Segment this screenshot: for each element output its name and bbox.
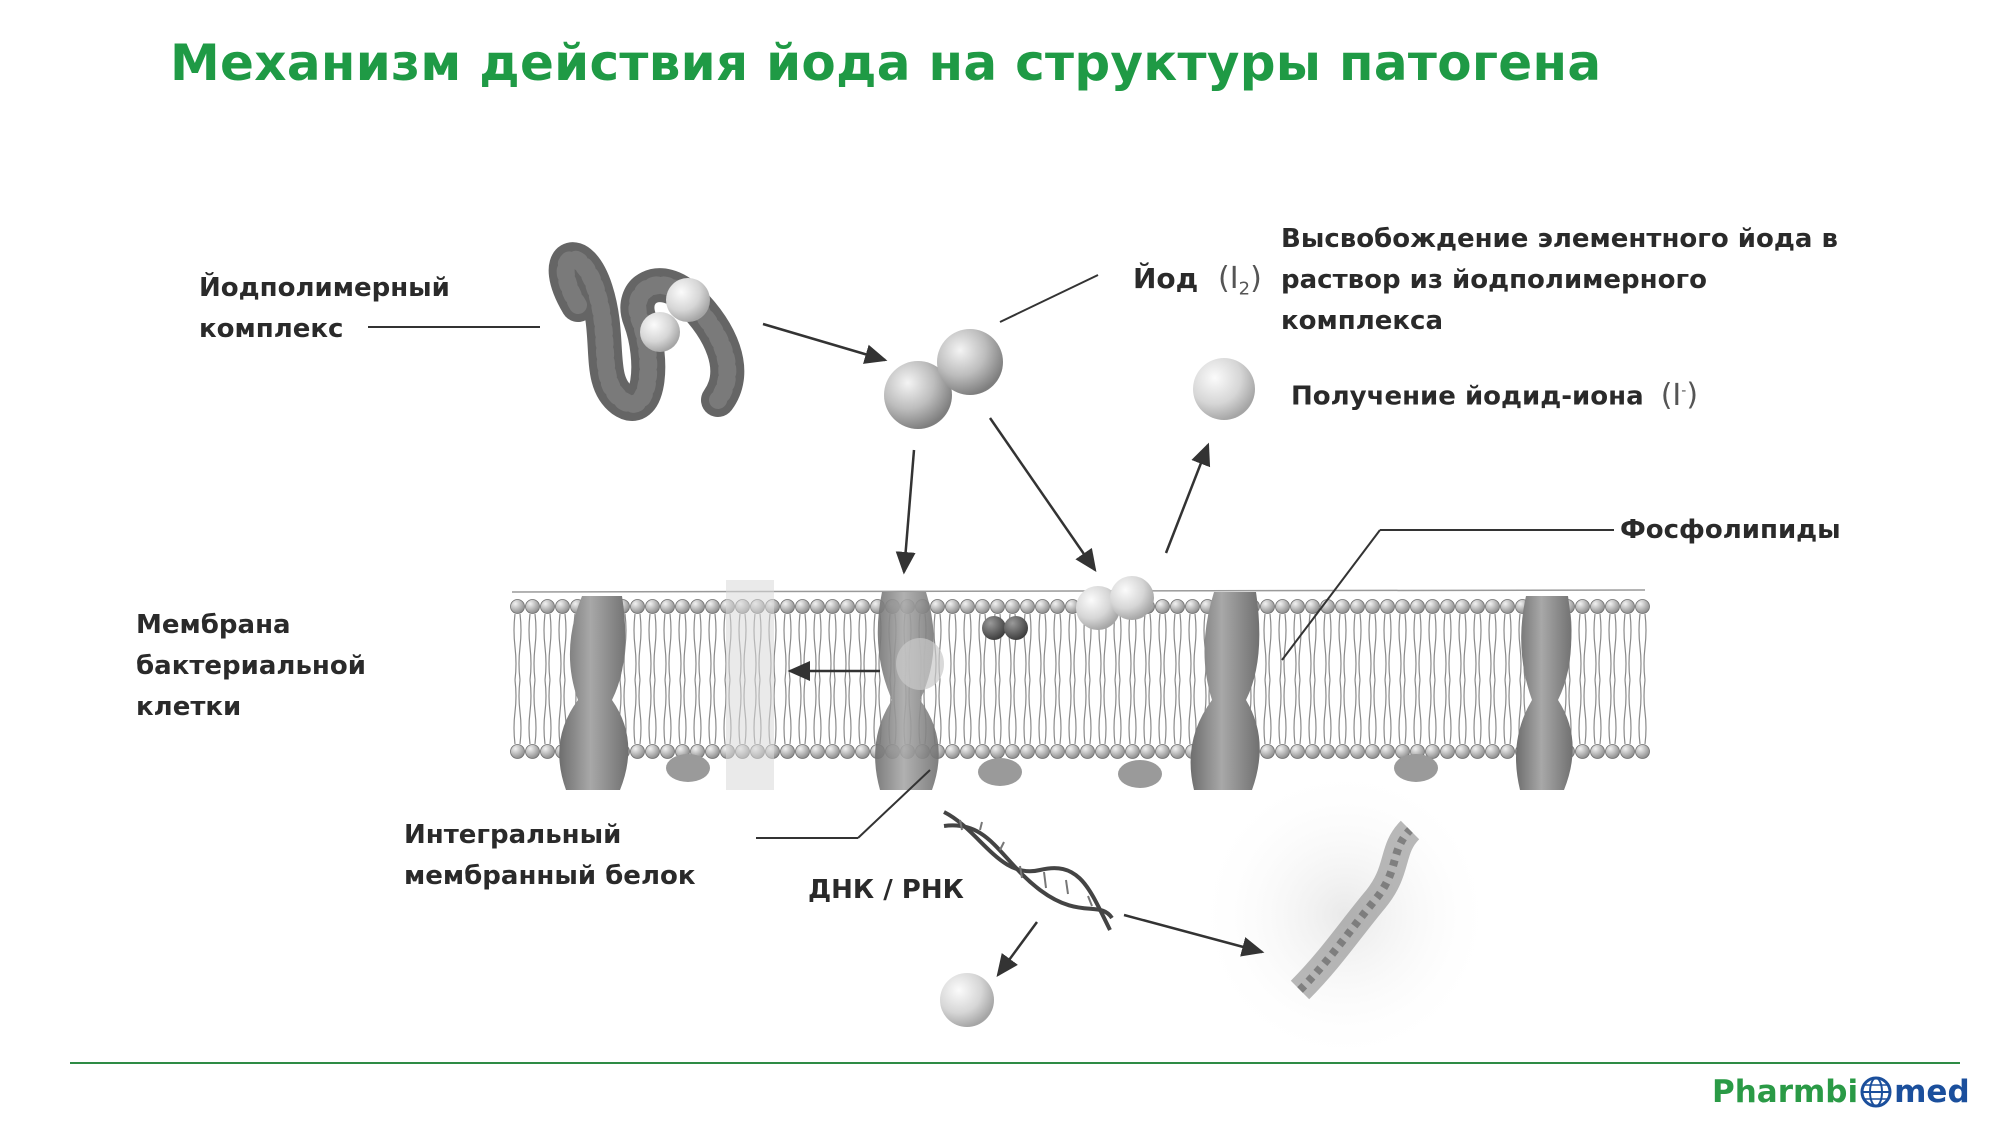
label-bacterial-membrane: Мембрана бактериальной клетки [136, 610, 366, 722]
damaged-dna [1195, 765, 1495, 1065]
dna-rna-helix [943, 810, 1114, 931]
arrows [762, 322, 1265, 978]
integral-proteins [559, 576, 1573, 790]
label-dna-rna: ДНК / РНК [808, 875, 964, 905]
label-iodine-i2: Йод (I2) [1133, 261, 1262, 300]
label-iodine-release: Высвобождение элементного йода в раствор… [1281, 224, 1838, 336]
slide-title: Механизм действия йода на структуры пато… [170, 34, 1602, 92]
label-iodopolymer-complex: Йодполимерный комплекс [199, 273, 450, 344]
globe-icon [1860, 1076, 1892, 1108]
iodine-atom-dna [940, 973, 994, 1027]
leader-lines [368, 274, 1614, 839]
iodine-molecule-i2 [884, 329, 1003, 429]
cell-membrane [510, 589, 1650, 759]
iodopolymer-complex [548, 242, 745, 421]
footer-divider [70, 1062, 1960, 1064]
label-iodide-ion: Получение йодид-иона (I-) [1291, 377, 1699, 413]
pharmbiomed-logo: Pharmbi med [1712, 1074, 1970, 1110]
iodide-ion [1193, 358, 1255, 420]
label-phospholipids: Фосфолипиды [1620, 515, 1841, 545]
label-integral-protein: Интегральный мембранный белок [404, 820, 696, 891]
